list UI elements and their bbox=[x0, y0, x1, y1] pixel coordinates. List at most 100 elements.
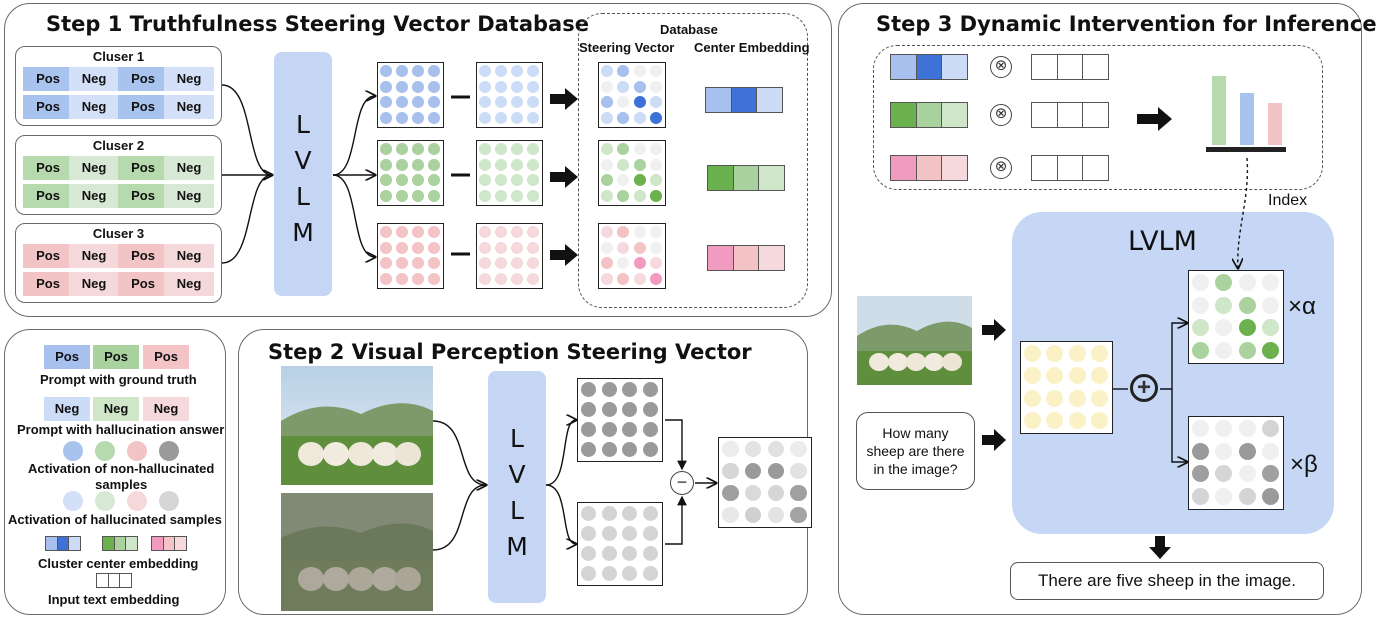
activation-dot bbox=[412, 96, 424, 109]
legend-neg-tag: Neg bbox=[143, 397, 189, 421]
activation-dot bbox=[617, 174, 630, 187]
activation-dot bbox=[1046, 344, 1064, 362]
activation-dot bbox=[412, 174, 424, 187]
activation-dot bbox=[511, 112, 523, 125]
activation-dot bbox=[479, 158, 491, 171]
activation-dot bbox=[601, 241, 614, 254]
activation-dot bbox=[633, 64, 646, 77]
activation-dot bbox=[428, 158, 440, 171]
activation-dot bbox=[428, 273, 440, 286]
noisy-activation-matrix bbox=[577, 502, 663, 586]
activation-dot bbox=[1261, 465, 1279, 483]
retrieval-input-embedding-cell bbox=[1082, 155, 1109, 181]
legend-non-hallucinated-dot bbox=[63, 441, 83, 461]
activation-dot bbox=[495, 142, 507, 155]
activation-dot bbox=[790, 506, 807, 524]
multiply-operator: ⊗ bbox=[990, 104, 1012, 126]
neg-tag: Neg bbox=[69, 244, 119, 268]
pos-tag: Pos bbox=[118, 95, 168, 119]
multiply-operator: ⊗ bbox=[990, 56, 1012, 78]
retrieval-center-embedding-cell bbox=[890, 102, 917, 128]
activation-dot bbox=[511, 190, 523, 203]
activation-dot bbox=[412, 80, 424, 93]
activation-dot bbox=[380, 96, 392, 109]
activation-dot bbox=[580, 525, 596, 541]
activation-dot bbox=[495, 190, 507, 203]
database-col-center: Center Embedding bbox=[694, 40, 810, 55]
activation-dot bbox=[479, 190, 491, 203]
activation-dot bbox=[380, 257, 392, 270]
activation-dot bbox=[1192, 488, 1210, 506]
activation-dot bbox=[527, 225, 539, 238]
activation-dot bbox=[1068, 389, 1086, 407]
activation-dot bbox=[527, 112, 539, 125]
retrieval-input-embedding-cell bbox=[1056, 102, 1084, 128]
legend-pos-tag: Pos bbox=[44, 345, 90, 369]
activation-dot bbox=[412, 112, 424, 125]
activation-dot bbox=[1261, 419, 1279, 437]
neg-tag: Neg bbox=[164, 244, 214, 268]
activation-dot bbox=[649, 257, 662, 270]
green-pos-activation-matrix bbox=[377, 140, 444, 206]
visual-steering-vector-matrix bbox=[718, 437, 812, 528]
activation-dot bbox=[495, 241, 507, 254]
step3-lvlm-label: LVLM bbox=[1128, 226, 1197, 257]
activation-dot bbox=[601, 190, 614, 203]
database-col-steering: Steering Vector bbox=[579, 40, 675, 55]
activation-dot bbox=[1046, 367, 1064, 385]
activation-dot bbox=[722, 506, 739, 524]
activation-dot bbox=[1238, 442, 1256, 460]
pink-steering-vector-matrix bbox=[598, 223, 666, 289]
activation-dot bbox=[643, 505, 659, 521]
activation-dot bbox=[622, 401, 638, 417]
activation-dot bbox=[396, 142, 408, 155]
green-neg-activation-matrix bbox=[476, 140, 543, 206]
pos-tag: Pos bbox=[23, 184, 73, 208]
activation-dot bbox=[527, 257, 539, 270]
pos-tag: Pos bbox=[118, 156, 168, 180]
activation-dot bbox=[1261, 442, 1279, 460]
retrieval-input-embedding-cell bbox=[1031, 54, 1058, 80]
activation-dot bbox=[495, 257, 507, 270]
activation-dot bbox=[511, 142, 523, 155]
activation-dot bbox=[601, 64, 614, 77]
activation-dot bbox=[1046, 412, 1064, 430]
activation-dot bbox=[511, 273, 523, 286]
clean-sheep-image bbox=[281, 366, 433, 485]
activation-dot bbox=[479, 64, 491, 77]
activation-dot bbox=[601, 142, 614, 155]
activation-dot bbox=[396, 64, 408, 77]
retrieval-input-embedding-cell bbox=[1082, 54, 1109, 80]
pos-tag: Pos bbox=[118, 244, 168, 268]
activation-dot bbox=[380, 190, 392, 203]
activation-dot bbox=[601, 257, 614, 270]
activation-dot bbox=[428, 257, 440, 270]
activation-dot bbox=[428, 225, 440, 238]
activation-dot bbox=[527, 80, 539, 93]
activation-dot bbox=[633, 174, 646, 187]
legend-ground-truth: Prompt with ground truth bbox=[40, 372, 197, 387]
activation-dot bbox=[744, 506, 762, 524]
activation-dot bbox=[649, 241, 662, 254]
blue-pos-activation-matrix bbox=[377, 62, 444, 128]
activation-dot bbox=[649, 190, 662, 203]
activation-dot bbox=[601, 422, 617, 438]
activation-dot bbox=[1192, 319, 1210, 337]
bar-chart-green-bar bbox=[1212, 76, 1226, 145]
activation-dot bbox=[767, 484, 785, 502]
activation-dot bbox=[790, 462, 807, 480]
step2-lvlm-letter: L bbox=[510, 424, 524, 453]
activation-dot bbox=[633, 112, 646, 125]
pink-pos-activation-matrix bbox=[377, 223, 444, 289]
activation-dot bbox=[633, 96, 646, 109]
activation-dot bbox=[527, 142, 539, 155]
activation-dot bbox=[479, 257, 491, 270]
activation-dot bbox=[643, 401, 659, 417]
activation-dot bbox=[633, 225, 646, 238]
activation-dot bbox=[396, 225, 408, 238]
bar-chart-icon bbox=[1206, 74, 1286, 154]
activation-dot bbox=[643, 422, 659, 438]
activation-dot bbox=[495, 174, 507, 187]
